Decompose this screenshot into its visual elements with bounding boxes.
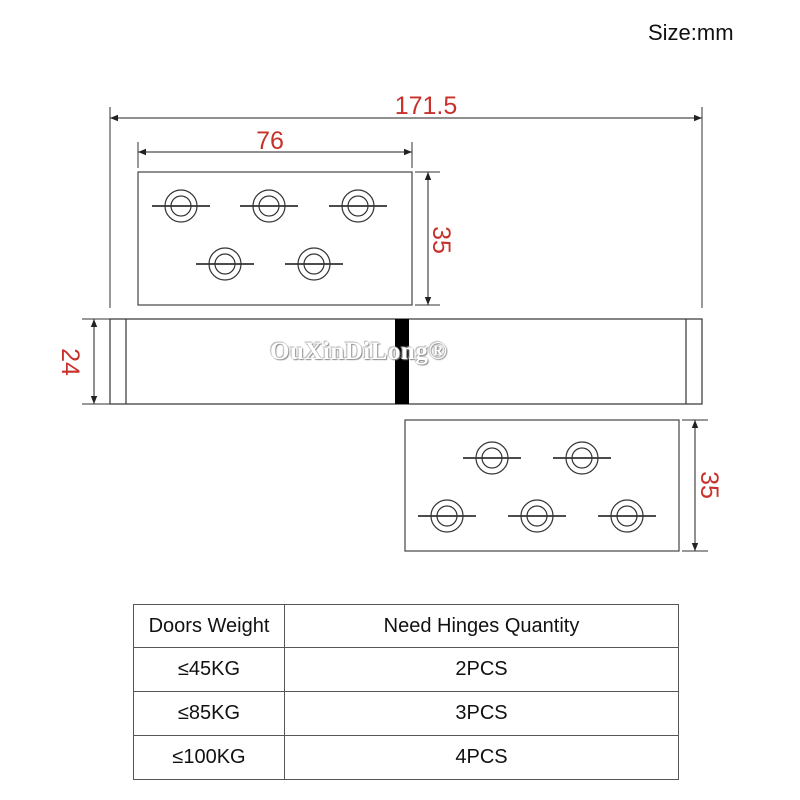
column-header-doors-weight: Doors Weight bbox=[133, 604, 285, 648]
screw-hole bbox=[553, 441, 611, 475]
column-header-hinge-quantity: Need Hinges Quantity bbox=[284, 604, 679, 648]
quantity-cell: 2PCS bbox=[284, 647, 679, 692]
weight-cell: ≤100KG bbox=[133, 735, 285, 780]
plate2-height-dimension: 35 bbox=[682, 419, 723, 552]
plate-height-dimension: 35 bbox=[415, 171, 455, 306]
screw-hole bbox=[598, 499, 656, 533]
screw-hole bbox=[152, 189, 210, 223]
plate-length-value: 76 bbox=[256, 127, 284, 155]
table-header-row: Doors Weight Need Hinges Quantity bbox=[133, 604, 679, 648]
hinge-quantity-table: Doors Weight Need Hinges Quantity ≤45KG … bbox=[133, 604, 679, 780]
overall-length-dimension: 171.5 bbox=[109, 92, 703, 308]
screw-hole bbox=[240, 189, 298, 223]
table-row: ≤100KG 4PCS bbox=[133, 735, 679, 780]
bottom-hinge-leaf bbox=[404, 419, 680, 552]
quantity-cell: 3PCS bbox=[284, 691, 679, 736]
top-hinge-leaf bbox=[137, 171, 413, 306]
weight-cell: ≤45KG bbox=[133, 647, 285, 692]
screw-hole bbox=[508, 499, 566, 533]
quantity-cell: 4PCS bbox=[284, 735, 679, 780]
overall-length-value: 171.5 bbox=[395, 92, 458, 120]
plate-height-value: 35 bbox=[427, 226, 455, 254]
screw-hole bbox=[285, 247, 343, 281]
table-row: ≤85KG 3PCS bbox=[133, 691, 679, 736]
weight-cell: ≤85KG bbox=[133, 691, 285, 736]
plate-length-dimension: 76 bbox=[137, 127, 413, 168]
table-row: ≤45KG 2PCS bbox=[133, 647, 679, 692]
thickness-dimension: 24 bbox=[56, 318, 110, 405]
brand-watermark: OuXinDiLong® bbox=[270, 338, 448, 365]
screw-hole bbox=[418, 499, 476, 533]
hinge-side-view bbox=[109, 318, 703, 405]
unit-label: Size:mm bbox=[648, 20, 734, 45]
screw-hole bbox=[463, 441, 521, 475]
screw-hole bbox=[196, 247, 254, 281]
screw-hole bbox=[329, 189, 387, 223]
hinge-technical-drawing: 171.5 76 bbox=[56, 92, 723, 552]
plate2-height-value: 35 bbox=[695, 471, 723, 499]
thickness-value: 24 bbox=[56, 348, 84, 376]
hinge-spine bbox=[395, 319, 409, 404]
